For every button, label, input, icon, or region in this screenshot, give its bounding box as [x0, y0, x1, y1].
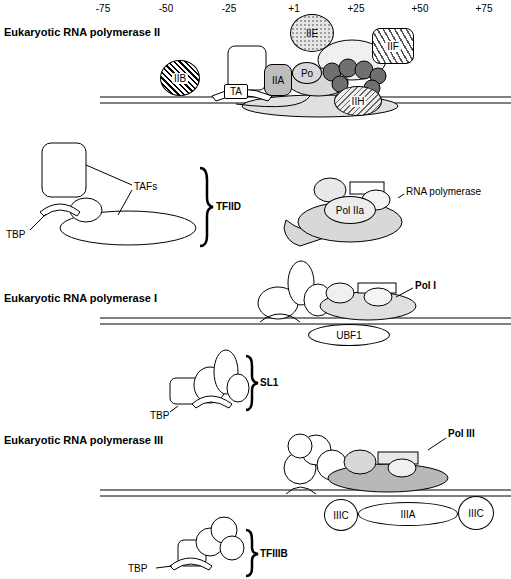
- factor-label: IIIA: [398, 509, 417, 520]
- scale-number: -50: [159, 3, 173, 14]
- section-title: Eukaryotic RNA polymerase I: [4, 292, 157, 304]
- factor-label: IIH: [350, 96, 367, 107]
- scale-number: +1: [288, 3, 299, 14]
- factor-label: UBF1: [334, 330, 364, 341]
- factor-label: Po: [299, 68, 315, 79]
- factor-label: TA: [228, 86, 244, 97]
- part-name: RNA polymerase: [406, 186, 481, 197]
- factor-label: IIB: [172, 73, 188, 84]
- scale-number: -75: [96, 3, 110, 14]
- part-name: TAFs: [134, 181, 157, 192]
- factor-shape: IIF: [372, 28, 414, 64]
- factor-label: IIIC: [331, 510, 351, 521]
- factor-circle: IIIC: [324, 499, 358, 531]
- factor-shape: IIA: [264, 64, 292, 96]
- factor-label: IIA: [270, 75, 286, 86]
- section-title: Eukaryotic RNA polymerase III: [4, 434, 163, 446]
- part-name: Pol III: [448, 428, 475, 439]
- factor-ellipse: UBF1: [308, 324, 390, 346]
- complex-name: SL1: [260, 377, 278, 388]
- part-name: TBP: [150, 410, 169, 421]
- scale-number: +75: [476, 3, 493, 14]
- polymerase-ellipse: Po: [292, 62, 322, 84]
- factor-label: IIIC: [466, 508, 486, 519]
- tata-box: TA: [224, 84, 248, 99]
- factor-circle: IIB: [160, 60, 200, 96]
- part-name: TBP: [6, 229, 25, 240]
- scale-number: -25: [222, 3, 236, 14]
- factor-circle: IIIC: [458, 496, 494, 530]
- factor-label: IIE: [304, 28, 320, 39]
- factor-ellipse: IIE: [290, 14, 334, 52]
- factor-circle: IIH: [334, 86, 382, 116]
- polymerase-ellipse: Pol IIa: [324, 196, 376, 224]
- part-name: Pol I: [415, 280, 436, 291]
- section-title: Eukaryotic RNA polymerase II: [4, 26, 160, 38]
- scale-number: +50: [412, 3, 429, 14]
- factor-label: IIF: [385, 41, 401, 52]
- factor-label: Pol IIa: [334, 205, 366, 216]
- complex-name: TFIID: [216, 201, 241, 212]
- scale-number: +25: [348, 3, 365, 14]
- complex-name: TFIIIB: [260, 548, 288, 559]
- part-name: TBP: [128, 563, 147, 574]
- factor-ellipse: IIIA: [358, 502, 458, 526]
